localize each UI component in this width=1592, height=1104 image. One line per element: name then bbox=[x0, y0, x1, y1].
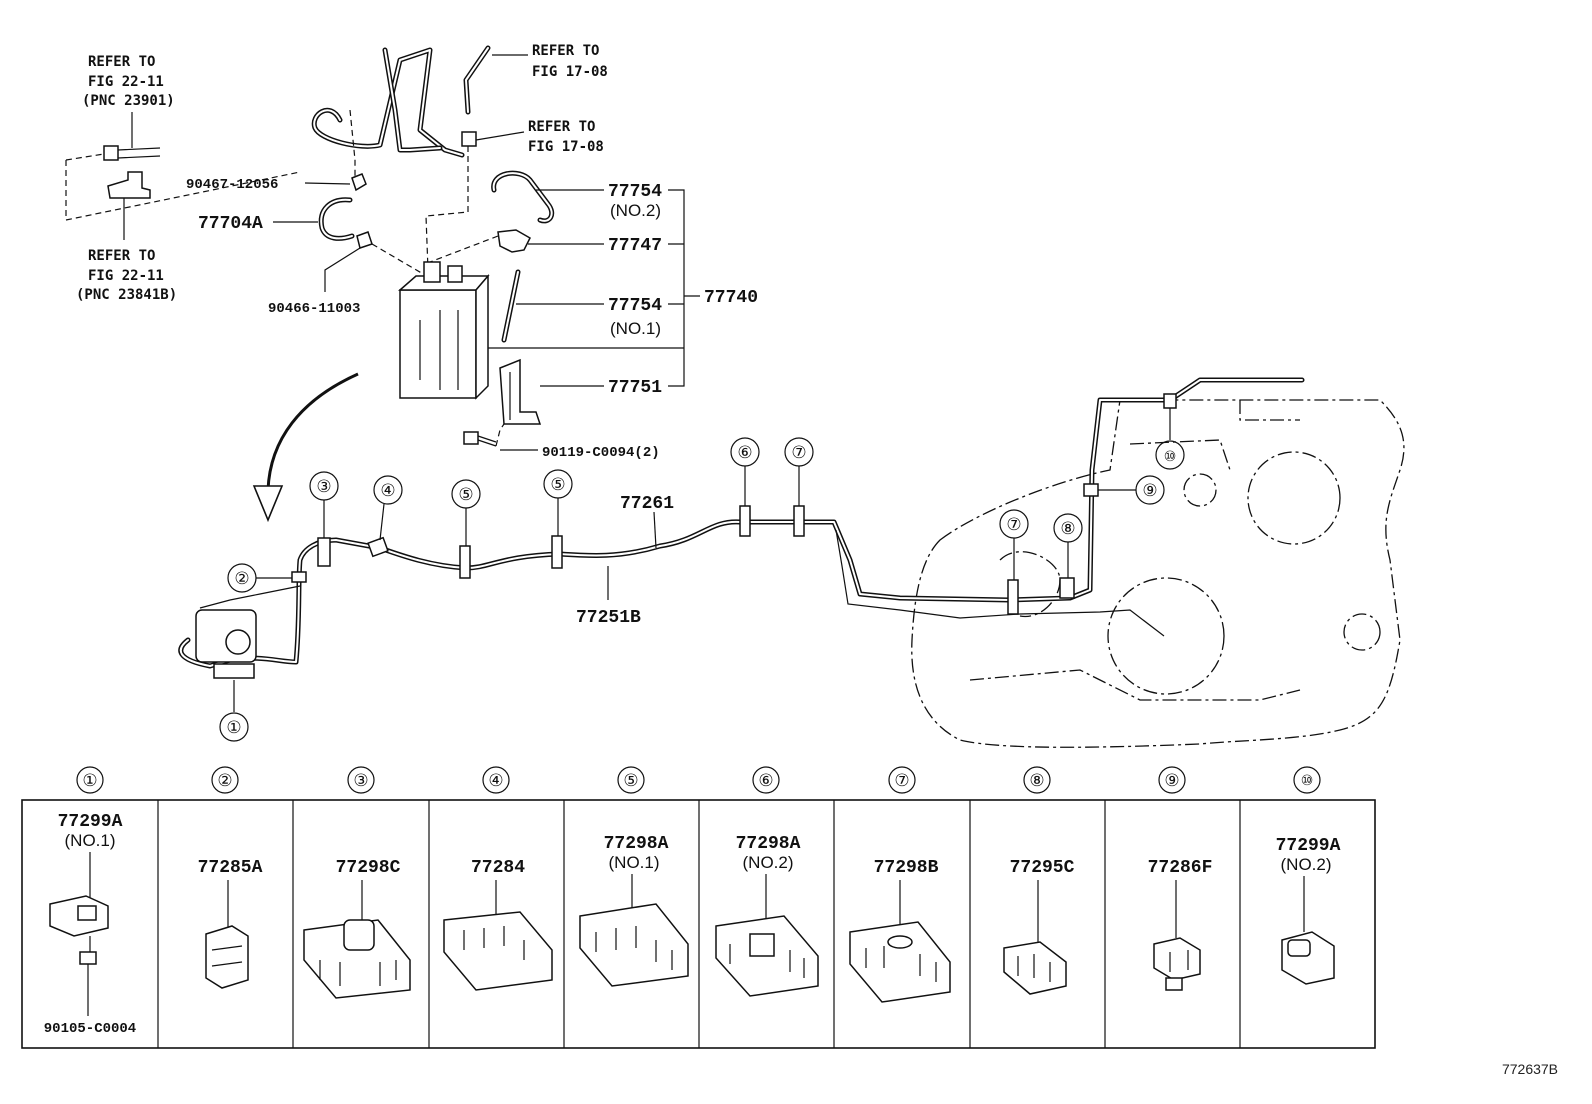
callout-8: ⑧ bbox=[1060, 519, 1075, 539]
table-col-5-sub: (NO.1) bbox=[609, 853, 660, 872]
ref2-line2: FIG 17-08 bbox=[532, 64, 608, 80]
part-77251B-label: 77251B bbox=[576, 608, 641, 628]
clip-77284-icon bbox=[443, 911, 553, 991]
clip-77298B-icon bbox=[849, 921, 951, 1003]
ref1-line3: (PNC 23901) bbox=[82, 93, 175, 109]
part-90119-label: 90119-C0094(2) bbox=[542, 445, 660, 461]
fuel-tank-outline bbox=[911, 399, 1405, 748]
clip-77299A-no2-icon bbox=[1281, 931, 1335, 985]
callout-4: ④ bbox=[380, 481, 395, 501]
part-77704A-label: 77704A bbox=[198, 214, 263, 234]
ref2-line1: REFER TO bbox=[532, 43, 599, 59]
part-77754-no1-sub: (NO.1) bbox=[610, 319, 661, 338]
table-col-1-part: 77299A bbox=[58, 812, 123, 832]
table-col-4-part: 77284 bbox=[471, 858, 525, 878]
part-77747-label: 77747 bbox=[608, 236, 662, 256]
fuel-lines bbox=[178, 377, 1305, 679]
table-col-7-part: 77298B bbox=[874, 858, 939, 878]
canister-bracket-icon bbox=[499, 358, 542, 425]
callouts: ① ② ③ ④ ⑤ ⑤ ⑥ ⑦ ⑦ ⑧ ⑨ ⑩ bbox=[219, 408, 1185, 742]
figure-code: 772637B bbox=[1502, 1061, 1558, 1077]
canister-assembly: REFER TO FIG 17-08 REFER TO FIG 17-08 90… bbox=[186, 43, 758, 461]
part-77751-label: 77751 bbox=[608, 378, 662, 398]
bolt-90105-icon bbox=[79, 951, 97, 988]
callout-5b: ⑤ bbox=[550, 475, 565, 495]
bracket-icon bbox=[107, 171, 151, 199]
clip-77299A-no1-icon bbox=[49, 895, 109, 937]
ref3-line1: REFER TO bbox=[528, 119, 595, 135]
clip-parts-table: ① ② ③ ④ ⑤ ⑥ ⑦ ⑧ ⑨ ⑩ 77299A (NO.1) 90105-… bbox=[21, 766, 1376, 1049]
clip-77286F-icon bbox=[1153, 937, 1201, 991]
table-col-5-part: 77298A bbox=[604, 834, 669, 854]
table-col-7-num: ⑦ bbox=[894, 771, 909, 791]
table-col-1-sub: (NO.1) bbox=[65, 831, 116, 850]
ref4-line3: (PNC 23841B) bbox=[76, 287, 177, 303]
ref1-line1: REFER TO bbox=[88, 54, 155, 70]
ref4-line1: REFER TO bbox=[88, 248, 155, 264]
callout-7b: ⑦ bbox=[1006, 515, 1021, 535]
part-77740-label: 77740 bbox=[704, 288, 758, 308]
part-77261-label: 77261 bbox=[620, 494, 674, 514]
part-77754-no1-label: 77754 bbox=[608, 296, 662, 316]
hose-clamp-2-icon bbox=[356, 231, 373, 249]
clip-77298A-no2-icon bbox=[715, 915, 819, 997]
direction-arrow-icon bbox=[266, 372, 359, 491]
callout-5a: ⑤ bbox=[458, 485, 473, 505]
part-77754-no2-label: 77754 bbox=[608, 182, 662, 202]
clip-77298A-no1-icon bbox=[579, 903, 689, 987]
table-col-3-part: 77298C bbox=[336, 858, 401, 878]
hose-clamp-icon bbox=[351, 173, 367, 192]
part-90467-label: 90467-12056 bbox=[186, 177, 278, 193]
ref-group-left: REFER TO FIG 22-11 (PNC 23901) REFER TO … bbox=[65, 54, 301, 303]
table-col-2-num: ② bbox=[217, 771, 232, 791]
table-col-8-part: 77295C bbox=[1010, 858, 1075, 878]
ref4-line2: FIG 22-11 bbox=[88, 268, 164, 284]
part-77754-no2-sub: (NO.2) bbox=[610, 201, 661, 220]
connector-icon bbox=[103, 145, 119, 161]
table-col-10-sub: (NO.2) bbox=[1281, 855, 1332, 874]
ref3-line2: FIG 17-08 bbox=[528, 139, 604, 155]
table-col-4-num: ④ bbox=[488, 771, 503, 791]
table-col-1-extra: 90105-C0004 bbox=[44, 1021, 136, 1037]
table-col-8-num: ⑧ bbox=[1029, 771, 1044, 791]
table-col-3-num: ③ bbox=[353, 771, 368, 791]
callout-3: ③ bbox=[316, 477, 331, 497]
clip-77298C-icon bbox=[303, 919, 411, 999]
table-col-10-part: 77299A bbox=[1276, 836, 1341, 856]
bolt-icon bbox=[463, 431, 497, 447]
vsv-valve-icon bbox=[497, 229, 531, 253]
table-col-9-num: ⑨ bbox=[1164, 771, 1179, 791]
part-90466-label: 90466-11003 bbox=[268, 301, 360, 317]
table-col-6-sub: (NO.2) bbox=[743, 853, 794, 872]
clip-1-icon bbox=[213, 663, 255, 679]
table-col-1-num: ① bbox=[82, 771, 97, 791]
callout-10: ⑩ bbox=[1164, 449, 1177, 465]
callout-1: ① bbox=[226, 718, 241, 738]
charcoal-canister-icon bbox=[398, 261, 490, 400]
table-col-2-part: 77285A bbox=[198, 858, 263, 878]
callout-2: ② bbox=[234, 569, 249, 589]
callout-6: ⑥ bbox=[737, 443, 752, 463]
callout-9: ⑨ bbox=[1142, 481, 1157, 501]
clip-77295C-icon bbox=[1003, 941, 1067, 995]
callout-7a: ⑦ bbox=[791, 443, 806, 463]
ref1-line2: FIG 22-11 bbox=[88, 74, 164, 90]
table-headers: ① ② ③ ④ ⑤ ⑥ ⑦ ⑧ ⑨ ⑩ bbox=[76, 766, 1321, 794]
clip-icon bbox=[461, 131, 477, 147]
table-col-9-part: 77286F bbox=[1148, 858, 1213, 878]
clip-77285A-icon bbox=[205, 925, 249, 989]
table-col-10-num: ⑩ bbox=[1301, 773, 1314, 789]
table-col-6-num: ⑥ bbox=[758, 771, 773, 791]
table-col-5-num: ⑤ bbox=[623, 771, 638, 791]
table-col-6-part: 77298A bbox=[736, 834, 801, 854]
